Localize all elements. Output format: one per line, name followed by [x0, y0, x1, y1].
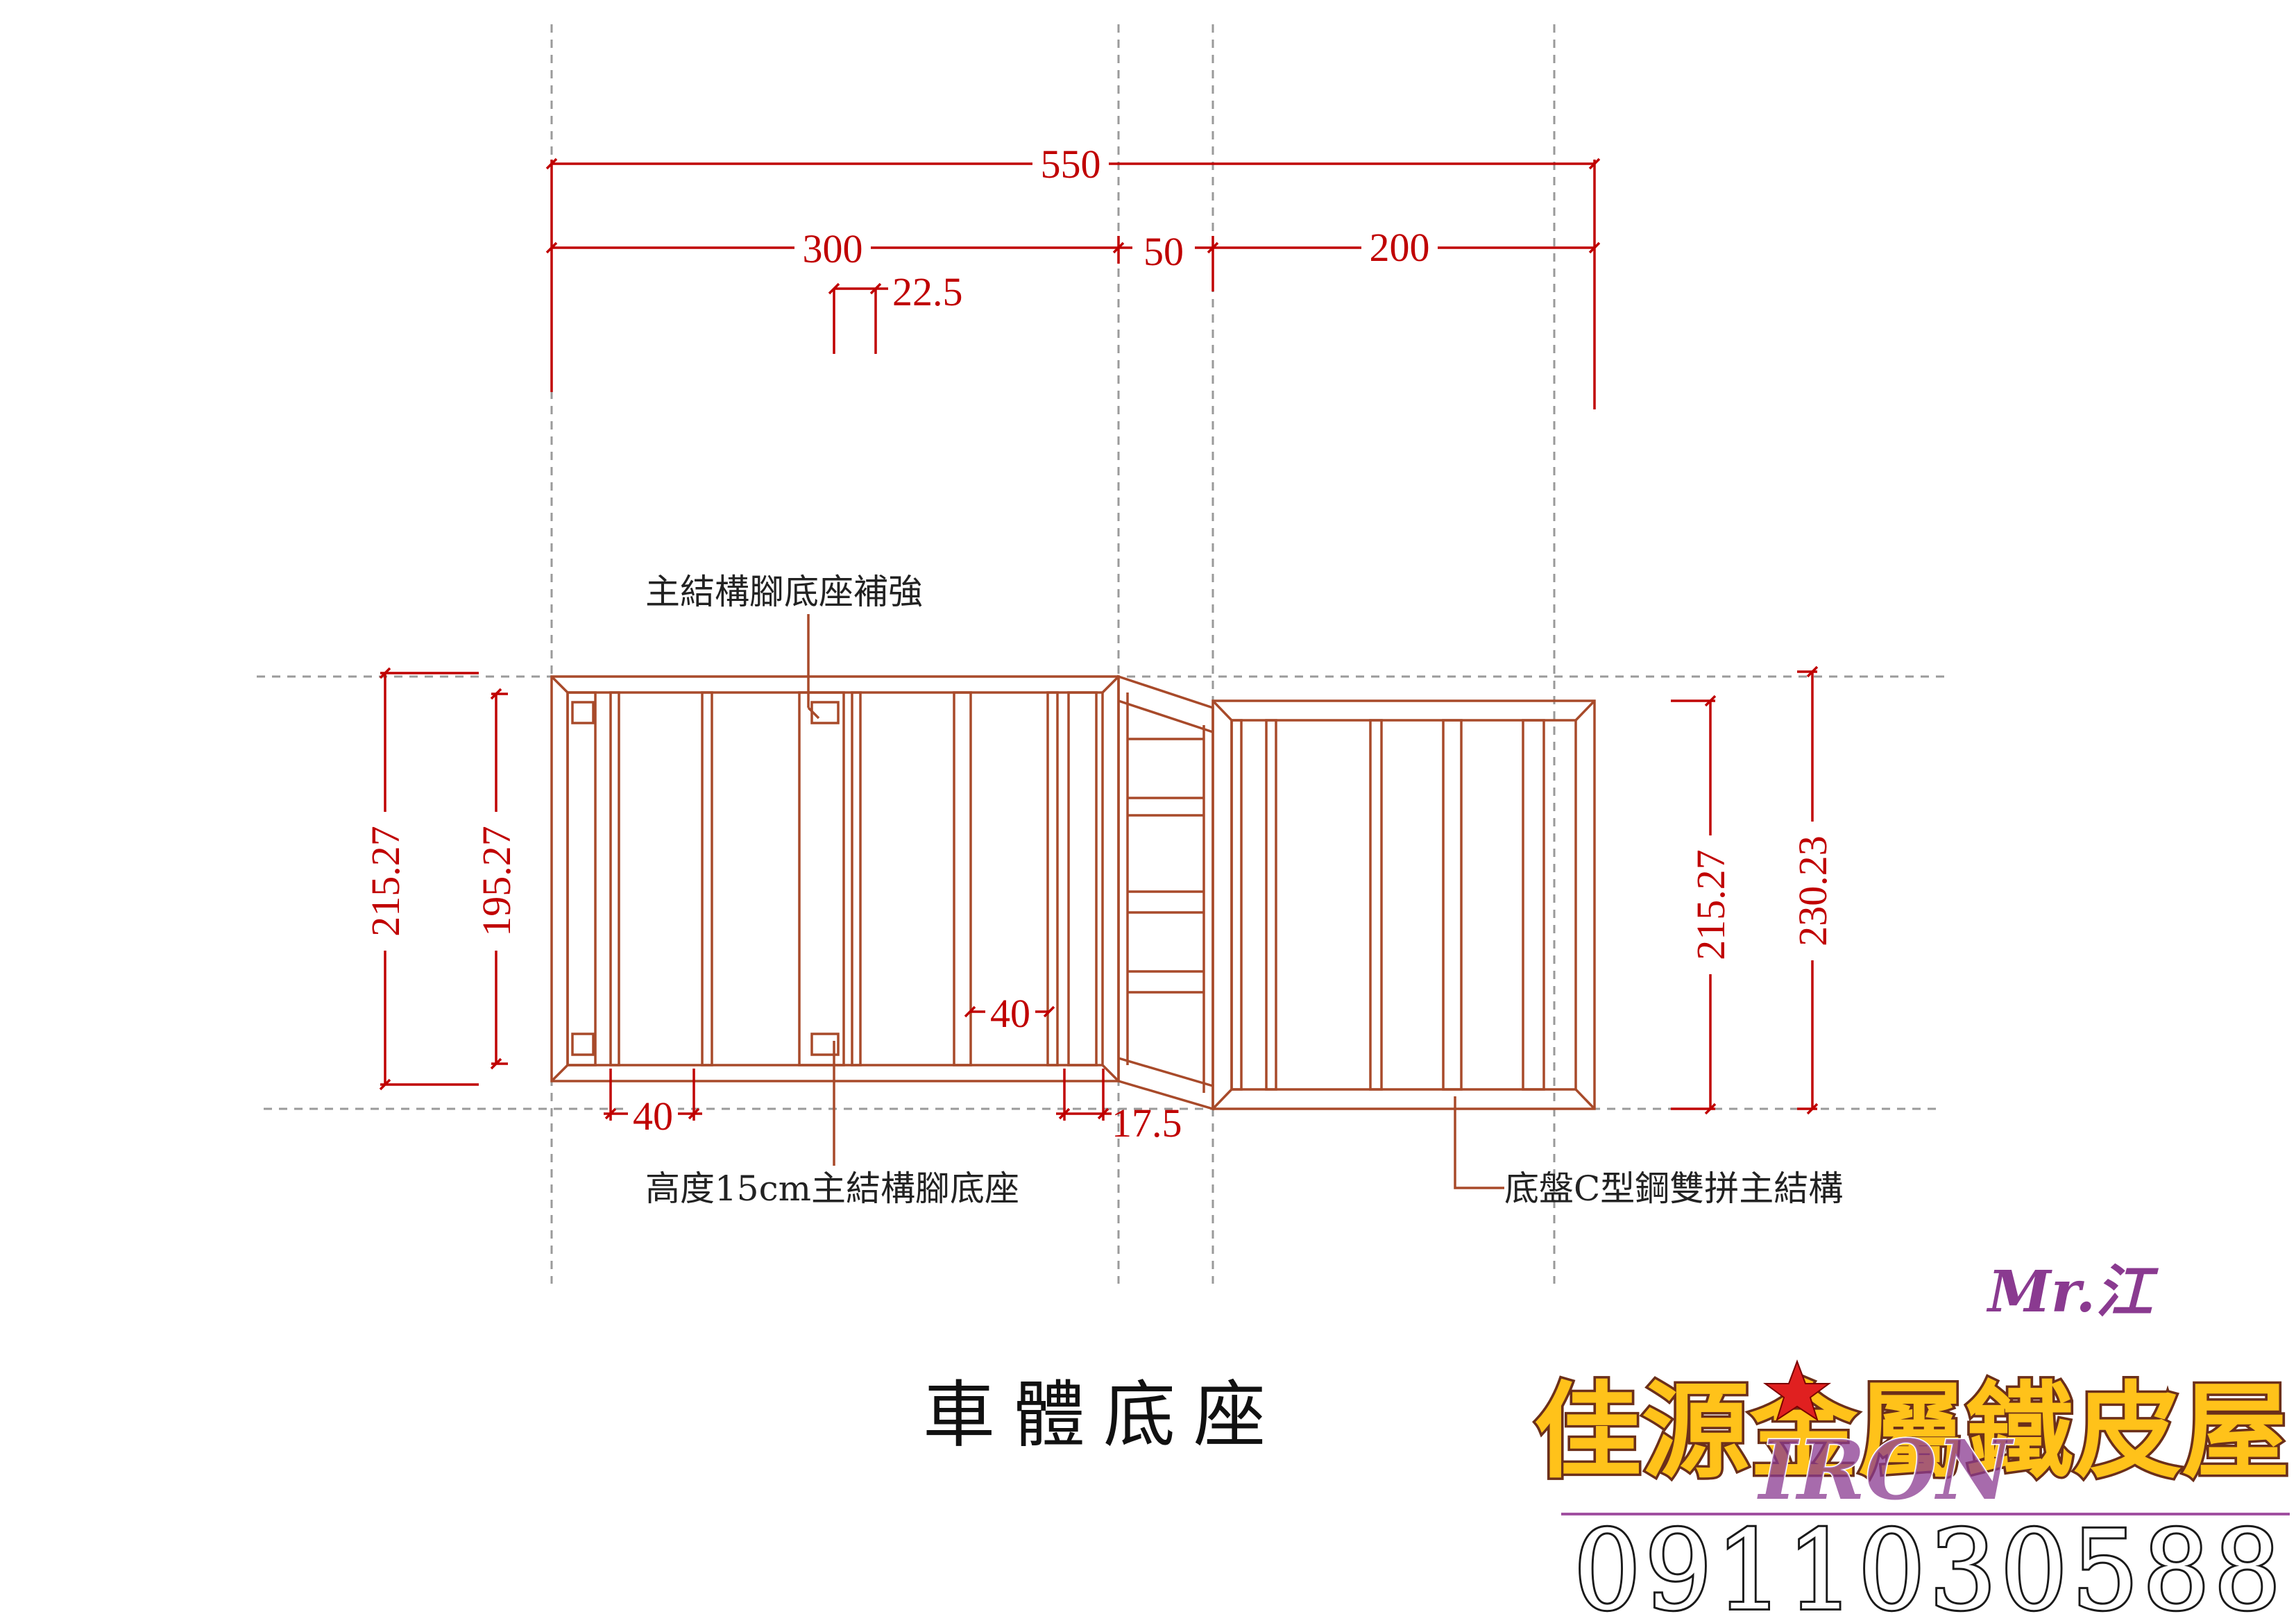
- note-base-reinforcement: 主結構腳底座補強: [645, 572, 923, 612]
- top-dimensions: 550 300 50 200 22.5: [545, 139, 1601, 409]
- drawing-title: 車體底座: [923, 1373, 1284, 1457]
- note-chassis-beam: 底盤C型鋼雙拼主結構: [1504, 1169, 1843, 1209]
- dim-40-inner: 40: [990, 991, 1030, 1036]
- dim-22-5: 22.5: [892, 269, 963, 314]
- star-icon: [1762, 1359, 1832, 1422]
- inner-dimensions: 40 40 17.5: [604, 991, 1182, 1146]
- annotations: 主結構腳底座補強 高度15cm主結構腳底座 底盤C型鋼雙拼主結構: [645, 572, 1843, 1209]
- rear-frame: [1211, 699, 1596, 1110]
- dim-215-27-right: 215.27: [1688, 849, 1733, 960]
- logo-mr: Mr.江: [1986, 1259, 2159, 1325]
- dim-40-bottom: 40: [633, 1094, 673, 1139]
- dim-300: 300: [803, 226, 863, 271]
- middle-frame: [1117, 674, 1214, 1111]
- dim-17-5: 17.5: [1112, 1101, 1182, 1146]
- right-dimensions: 215.27 230.23: [1671, 665, 1837, 1115]
- left-dimensions: 215.27 195.27: [361, 667, 520, 1091]
- dim-200: 200: [1370, 225, 1430, 270]
- dim-230-23-right: 230.23: [1790, 835, 1835, 946]
- dim-550: 550: [1041, 142, 1101, 187]
- logo-iron: IRON: [1757, 1422, 2014, 1518]
- dim-195-27-left: 195.27: [474, 826, 519, 937]
- logo-phone: 0911030588: [1574, 1507, 2285, 1623]
- dim-215-27-left: 215.27: [363, 826, 408, 937]
- company-logo: Mr.江 佳源金屬鐵皮屋 IRON 0911030588: [1531, 1258, 2293, 1623]
- dim-50: 50: [1143, 229, 1184, 274]
- logo-brand: 佳源金屬鐵皮屋: [1533, 1372, 2290, 1493]
- note-base-height: 高度15cm主結構腳底座: [645, 1169, 1019, 1209]
